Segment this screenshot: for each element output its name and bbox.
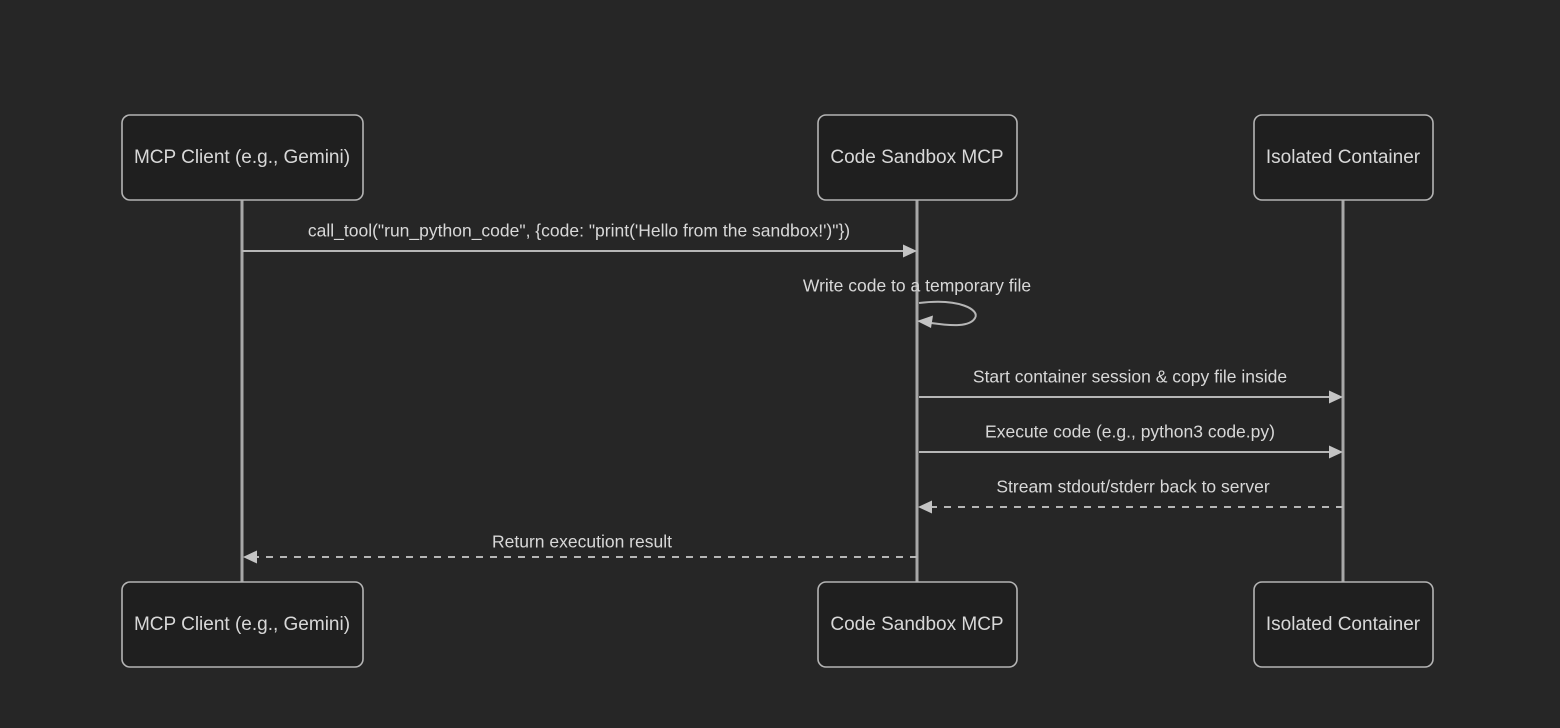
participant-boxes-top: MCP Client (e.g., Gemini) Code Sandbox M… [121, 114, 1434, 201]
message-4-label: Execute code (e.g., python3 code.py) [985, 422, 1275, 442]
participant-client-bottom-box[interactable] [121, 581, 364, 668]
participant-client-bottom[interactable]: MCP Client (e.g., Gemini) [121, 581, 364, 668]
participant-client-top[interactable]: MCP Client (e.g., Gemini) [121, 114, 364, 201]
participant-client-bottom-label: MCP Client (e.g., Gemini) [134, 614, 350, 635]
participant-container-top-label: Isolated Container [1266, 147, 1421, 168]
message-4-arrowhead [1329, 445, 1343, 459]
participant-server-top[interactable]: Code Sandbox MCP [817, 114, 1018, 201]
participant-server-top-label: Code Sandbox MCP [830, 147, 1003, 168]
message-3-start-container: Start container session & copy file insi… [919, 367, 1343, 404]
participant-client-top-box[interactable] [121, 114, 364, 201]
message-1-call-tool: call_tool("run_python_code", {code: "pri… [242, 221, 917, 258]
message-3-label: Start container session & copy file insi… [973, 367, 1287, 387]
participant-server-bottom[interactable]: Code Sandbox MCP [817, 581, 1018, 668]
message-2-arrowhead [917, 315, 933, 328]
participant-container-top-box[interactable] [1253, 114, 1434, 201]
message-5-label: Stream stdout/stderr back to server [996, 477, 1269, 497]
message-2-label: Write code to a temporary file [803, 276, 1031, 296]
message-1-arrowhead [903, 244, 917, 258]
message-5-stream-output: Stream stdout/stderr back to server [918, 477, 1343, 514]
message-4-execute-code: Execute code (e.g., python3 code.py) [919, 422, 1343, 459]
message-6-label: Return execution result [492, 532, 672, 552]
participant-container-bottom-label: Isolated Container [1266, 614, 1421, 635]
message-3-arrowhead [1329, 390, 1343, 404]
participant-boxes-bottom: MCP Client (e.g., Gemini) Code Sandbox M… [121, 581, 1434, 668]
lifelines [240, 196, 1345, 585]
message-2-loop-path [918, 300, 977, 327]
message-6-arrowhead [243, 550, 257, 564]
participant-client-top-label: MCP Client (e.g., Gemini) [134, 147, 350, 168]
message-6-return-result: Return execution result [243, 532, 917, 564]
participant-server-bottom-box[interactable] [817, 581, 1018, 668]
participant-container-top[interactable]: Isolated Container [1253, 114, 1434, 201]
message-2-self-loop: Write code to a temporary file [803, 276, 1031, 328]
message-5-arrowhead [918, 500, 932, 514]
participant-container-bottom[interactable]: Isolated Container [1253, 581, 1434, 668]
participant-server-bottom-label: Code Sandbox MCP [830, 614, 1003, 635]
message-1-label: call_tool("run_python_code", {code: "pri… [308, 221, 850, 242]
participant-container-bottom-box[interactable] [1253, 581, 1434, 668]
participant-server-top-box[interactable] [817, 114, 1018, 201]
